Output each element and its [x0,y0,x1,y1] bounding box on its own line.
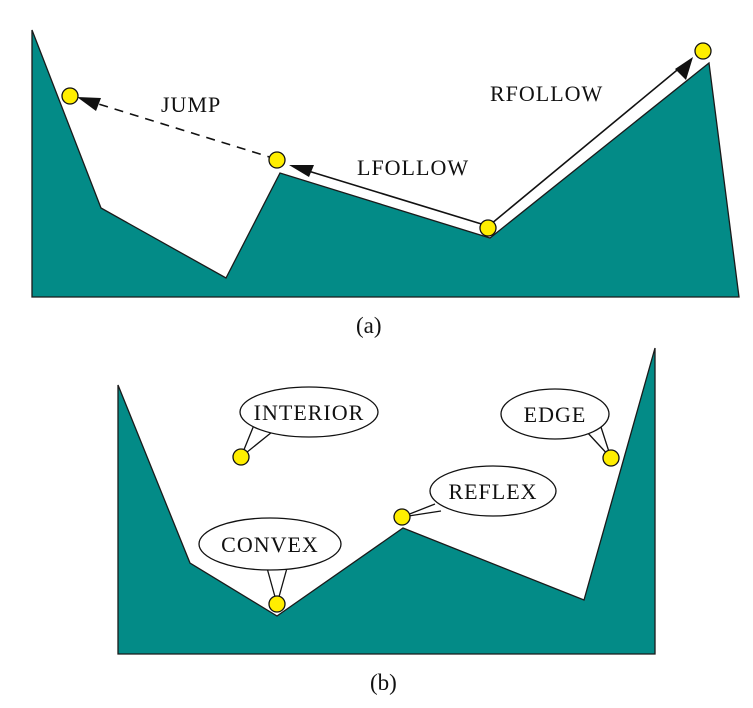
rfollow-arrowhead [675,57,693,80]
reflex-bubble [429,465,557,517]
jump-path [91,101,277,160]
label-edge: EDGE [524,402,587,427]
caption-a: (a) [356,313,382,338]
jump-arrowhead [77,97,101,111]
lfollow-path [304,169,489,227]
rfollow-path [490,65,683,225]
vertex-rfollow-target [694,42,712,60]
label-reflex: REFLEX [448,479,537,504]
label-rfollow: RFOLLOW [490,81,603,106]
label-lfollow: LFOLLOW [357,155,469,180]
interior-bubble [239,386,379,438]
panel-a: JUMP LFOLLOW RFOLLOW (a) [31,29,740,338]
vertex-edge [602,449,620,467]
label-interior: INTERIOR [254,400,365,425]
label-jump: JUMP [161,92,221,117]
lfollow-arrowhead [289,165,314,177]
edge-bubble [500,388,610,440]
vertex-lfollow-target [268,151,286,169]
vertex-convex [268,595,286,613]
convex-bubble [198,517,342,571]
terrain-a [31,29,740,298]
vertex-jump-target [61,87,79,105]
panel-b: INTERIOR EDGE REFLEX CONVEX (b) [117,347,656,695]
vertex-interior [232,448,250,466]
vertex-start [479,219,497,237]
vertex-reflex [393,508,411,526]
terrain-b [117,347,656,655]
label-convex: CONVEX [221,532,319,557]
caption-b: (b) [370,670,397,695]
